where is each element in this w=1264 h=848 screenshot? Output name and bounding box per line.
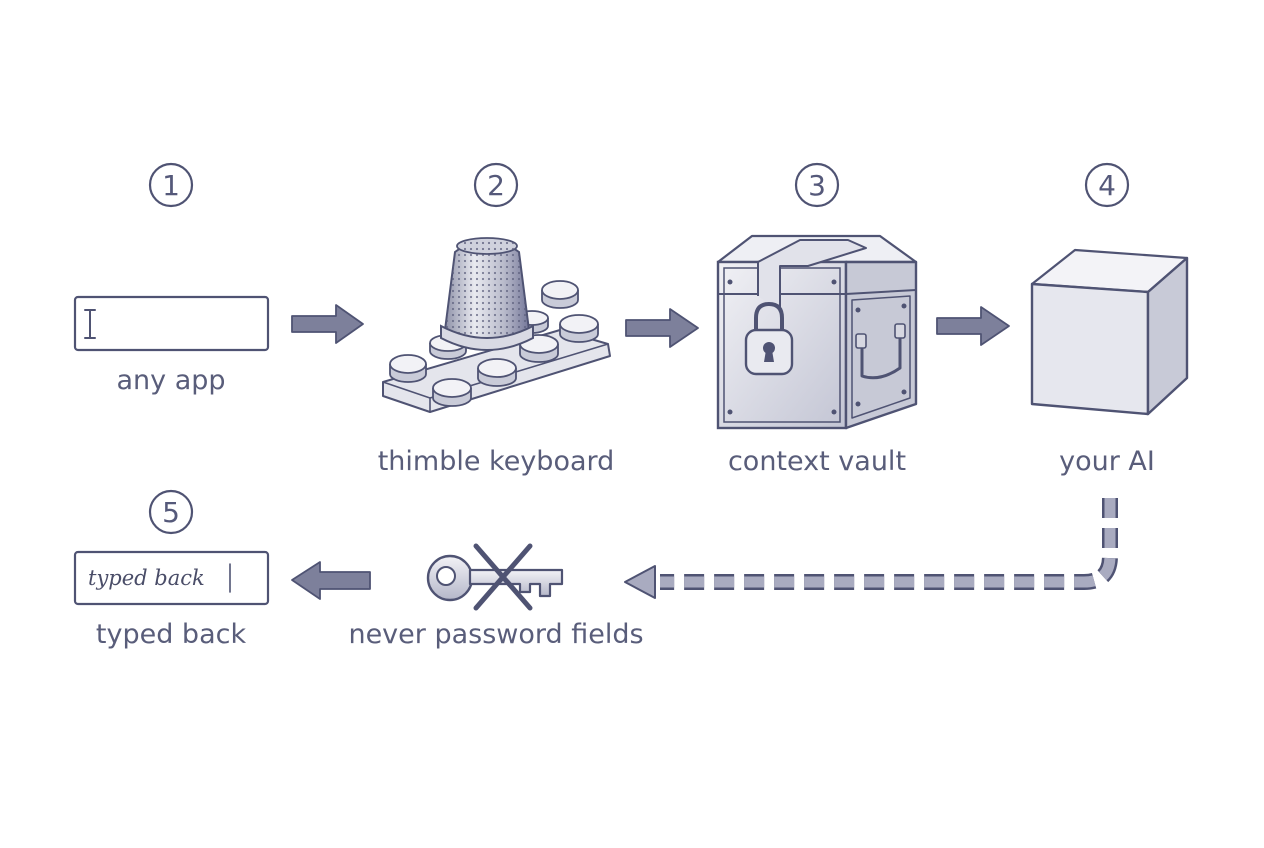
thimble-icon	[440, 237, 534, 351]
arrow-right-1	[291, 304, 364, 344]
vault-chest-icon	[716, 234, 918, 430]
key-icon	[426, 554, 564, 602]
step-4-label: your AI	[1059, 446, 1155, 477]
return-dashed-connector	[624, 498, 1118, 599]
thimble-keyboard	[382, 237, 611, 413]
step-4-number: 4	[1084, 162, 1130, 208]
filter-label: never password fields	[348, 619, 643, 650]
step-3-number: 3	[794, 162, 840, 208]
svg-text:5: 5	[162, 496, 180, 529]
arrow-right-3	[936, 306, 1010, 346]
step-5-number: 5	[148, 489, 194, 535]
svg-text:1: 1	[162, 169, 180, 202]
svg-text:2: 2	[487, 169, 505, 202]
step-1-number: 1	[148, 162, 194, 208]
text-cursor-icon	[84, 309, 96, 339]
step-3-label: context vault	[728, 446, 906, 477]
typed-field-text: typed back	[88, 566, 205, 590]
arrow-right-2	[625, 308, 699, 348]
svg-text:4: 4	[1098, 169, 1116, 202]
typed-back-field: typed back	[73, 550, 270, 606]
arrow-left-return	[291, 561, 371, 600]
step-2-number: 2	[473, 162, 519, 208]
cube-icon	[1030, 248, 1189, 416]
step-1-label: any app	[116, 365, 225, 396]
keyboard-icon	[382, 280, 611, 413]
app-text-field	[73, 295, 270, 352]
svg-text:3: 3	[808, 169, 826, 202]
cross-icon	[473, 543, 533, 611]
step-2-label: thimble keyboard	[378, 446, 615, 477]
step-5-label: typed back	[96, 619, 247, 650]
padlock-icon	[744, 302, 794, 376]
